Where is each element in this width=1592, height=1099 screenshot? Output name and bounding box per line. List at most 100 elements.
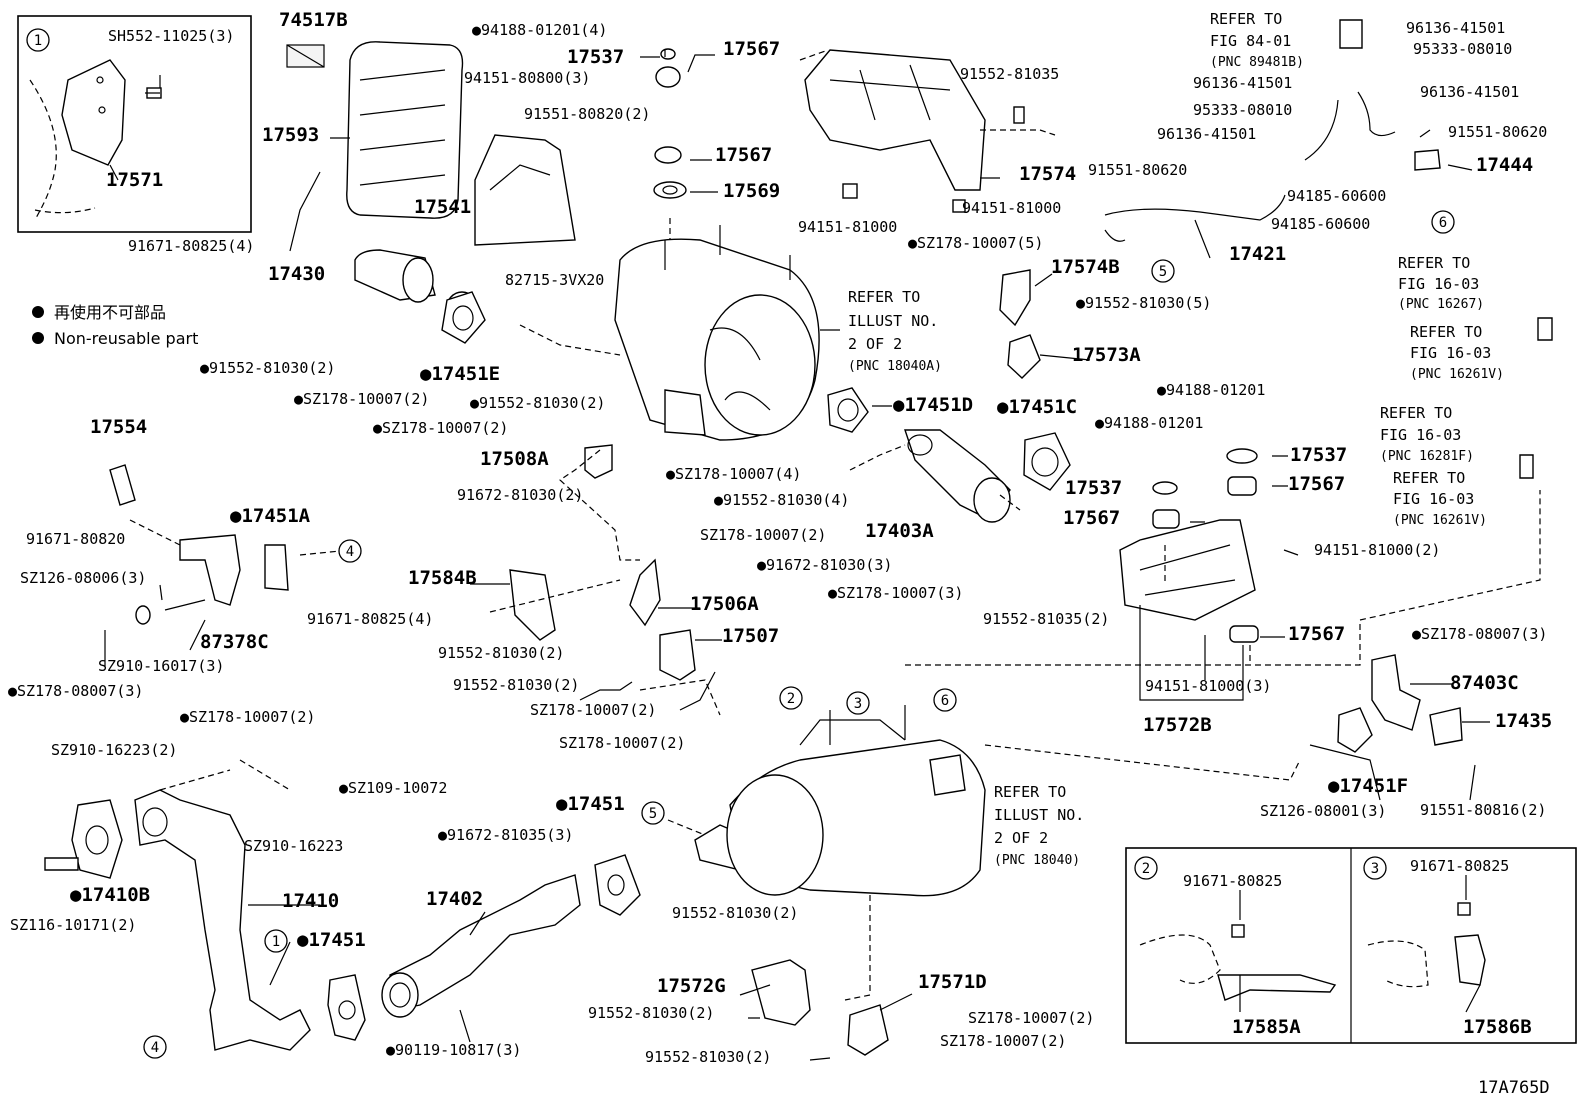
part-number-label: SZ116-10171(2) <box>10 916 136 934</box>
part-number-label: 91551-80820(2) <box>524 105 650 123</box>
ref-line: ILLUST NO. <box>994 806 1084 824</box>
ref-line: ILLUST NO. <box>848 312 938 330</box>
ref-line: 2 OF 2 <box>994 829 1048 847</box>
ref-line: (PNC 18040) <box>994 853 1080 868</box>
part-17410-front-pipe <box>44 789 311 1051</box>
ref-line: (PNC 16281F) <box>1380 449 1474 464</box>
part-number-label: SZ910-16223 <box>244 837 343 855</box>
part-number-label: SZ178-10007(2) <box>559 734 685 752</box>
part-left-brackets <box>109 464 241 625</box>
part-number-label: 91552-81030(2) <box>453 676 579 694</box>
part-17593-heat-shield <box>286 41 464 219</box>
ref-line: (PNC 16267) <box>1398 297 1484 312</box>
part-number-label: 17421 <box>1229 243 1286 265</box>
part-upper-converter <box>614 225 820 441</box>
part-number-label: SZ910-16223(2) <box>51 741 177 759</box>
ref-line: REFER TO <box>848 288 920 306</box>
callout-circle-icon <box>1431 210 1455 234</box>
part-number-label: 17435 <box>1495 710 1552 732</box>
part-number-label: 91551-80816(2) <box>1420 801 1546 819</box>
part-number-label: 91552-81035 <box>960 65 1059 83</box>
part-number-label: 91671-80825 <box>1410 857 1509 875</box>
callout-number: 3 <box>1371 861 1379 877</box>
part-number-label: 17571 <box>106 169 163 191</box>
part-number-label: 17574B <box>1051 256 1120 278</box>
part-number-label: 17573A <box>1072 344 1141 366</box>
callout-marker: 4 <box>338 539 362 563</box>
part-number-label: 91552-81035(2) <box>983 610 1109 628</box>
part-number-label: 96136-41501 <box>1406 19 1505 37</box>
part-number-label: ●91552-81030(2) <box>200 359 335 377</box>
inset-1-drawing <box>29 59 162 221</box>
part-number-label: ●91552-81030(2) <box>470 394 605 412</box>
part-number-label: 91551-80620 <box>1088 161 1187 179</box>
callout-circle-icon <box>26 28 50 52</box>
part-number-label: ●17451A <box>230 505 311 527</box>
legend-bullet-icon <box>32 332 44 344</box>
ref-illust-18040: REFER TO ILLUST NO. 2 OF 2 (PNC 18040) <box>994 783 1084 868</box>
part-number-label: 94185-60600 <box>1271 215 1370 233</box>
callout-number: 2 <box>787 691 795 707</box>
part-number-label: SH552-11025(3) <box>108 27 234 45</box>
part-mounts-top <box>653 48 687 199</box>
ref-line: FIG 16-03 <box>1393 490 1474 508</box>
part-number-label: 17537 <box>1290 444 1347 466</box>
legend: 再使用不可部品 Non-reusable part <box>32 303 198 348</box>
part-number-label: ●17410B <box>70 884 150 906</box>
part-number-label: ●94188-01201 <box>1157 381 1265 399</box>
ref-line: REFER TO <box>1210 10 1282 28</box>
ref-line: REFER TO <box>1380 404 1452 422</box>
part-number-label: 17584B <box>408 567 477 589</box>
part-number-label: 94151-81000 <box>962 199 1061 217</box>
ref-line: FIG 84-01 <box>1210 32 1291 50</box>
part-number-label: ●17451C <box>997 396 1077 418</box>
part-number-label: ●SZ178-10007(5) <box>908 234 1043 252</box>
callout-number: 4 <box>151 1040 159 1056</box>
callout-number: 6 <box>941 693 949 709</box>
part-number-label: ●SZ178-10007(2) <box>294 390 429 408</box>
part-number-label: 17507 <box>722 625 779 647</box>
callout-marker: 6 <box>1431 210 1455 234</box>
part-number-label: SZ910-16017(3) <box>98 657 224 675</box>
callout-circle-icon <box>846 691 870 715</box>
part-number-label: ●SZ178-08007(3) <box>8 682 143 700</box>
ref-fig-16-03-a: REFER TO FIG 16-03 (PNC 16267) <box>1398 254 1484 312</box>
part-number-label: 91671-80825 <box>1183 872 1282 890</box>
inset-2-3-drawings <box>1139 902 1486 1001</box>
part-number-label: 91552-81030(2) <box>672 904 798 922</box>
part-number-label: 95333-08010 <box>1413 40 1512 58</box>
part-number-label: ●17451D <box>893 394 973 416</box>
ref-line: (PNC 18040A) <box>848 359 942 374</box>
part-17403A-pipe <box>904 429 1011 523</box>
part-number-label: ●91552-81030(5) <box>1076 294 1211 312</box>
part-number-label: ●90119-10817(3) <box>386 1041 521 1059</box>
part-number-label: 17537 <box>567 46 624 68</box>
part-number-label: 17554 <box>90 416 147 438</box>
legend-en: Non-reusable part <box>54 329 198 348</box>
part-number-label: 94151-81000(3) <box>1145 677 1271 695</box>
part-number-label: ●17451F <box>1328 775 1408 797</box>
part-17421-hose <box>1104 19 1441 242</box>
ref-line: REFER TO <box>1398 254 1470 272</box>
part-number-label: ●SZ178-10007(3) <box>828 584 963 602</box>
part-number-label: 17403A <box>865 520 934 542</box>
ref-line: REFER TO <box>1410 323 1482 341</box>
callout-circle-icon <box>933 688 957 712</box>
part-number-label: 96136-41501 <box>1420 83 1519 101</box>
ref-fig-16-03-d: REFER TO FIG 16-03 (PNC 16261V) <box>1393 469 1487 528</box>
part-number-label: 95333-08010 <box>1193 101 1292 119</box>
callout-number: 2 <box>1142 861 1150 877</box>
legend-bullet-icon <box>32 306 44 318</box>
callout-number: 5 <box>1159 264 1167 280</box>
callout-marker: 4 <box>143 1035 167 1059</box>
part-number-label: 94151-81000 <box>798 218 897 236</box>
callout-marker: 5 <box>1151 259 1175 283</box>
part-number-label: 17572G <box>657 975 726 997</box>
part-number-label: 94151-80800(3) <box>464 69 590 87</box>
callout-circle-icon <box>264 929 288 953</box>
callout-marker: 1 <box>264 929 288 953</box>
part-17572B-bracket <box>1119 519 1256 621</box>
callout-number: 5 <box>649 806 657 822</box>
part-number-label: 17567 <box>715 144 772 166</box>
callout-circle-icon <box>779 686 803 710</box>
